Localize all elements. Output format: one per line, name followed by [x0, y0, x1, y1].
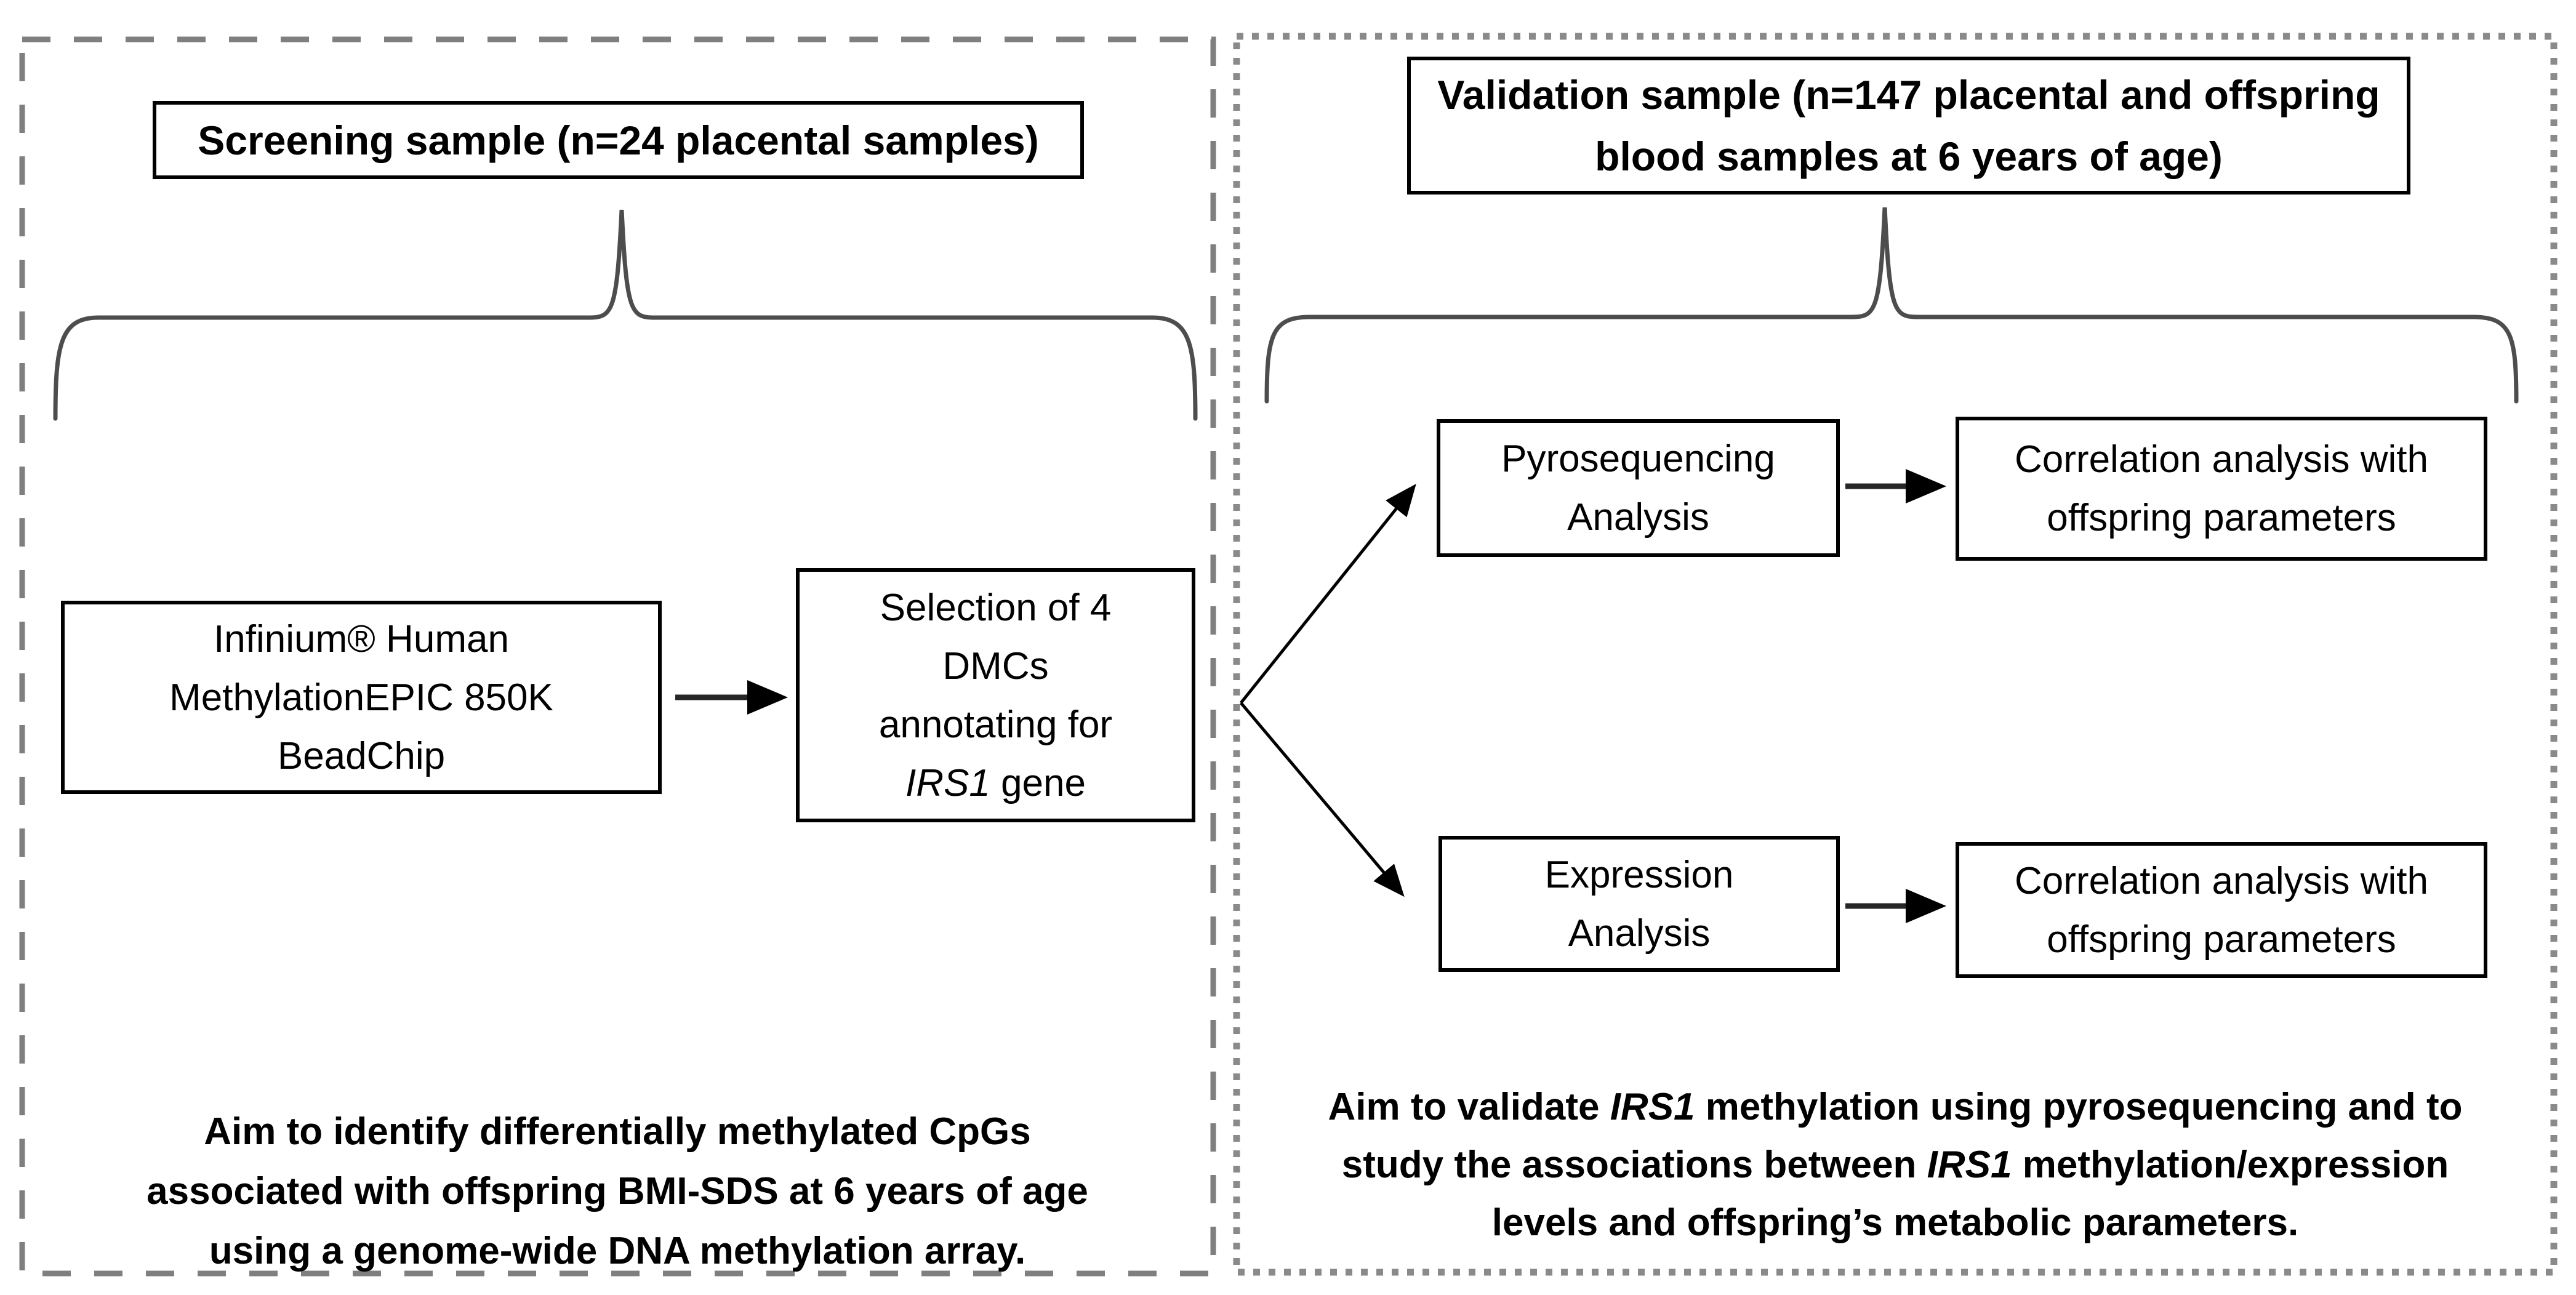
expression-line1: Expression [1544, 853, 1734, 896]
screening-panel-border [19, 36, 1216, 1277]
right-brace [1264, 207, 2519, 404]
right-aim-text: Aim to validate IRS1 methylation using p… [1261, 1078, 2529, 1252]
infinium-line1: Infinium® Human [214, 617, 509, 660]
selection-box: Selection of 4 DMCs annotating for IRS1 … [796, 568, 1195, 822]
correlation-bottom-line1: Correlation analysis with [2015, 859, 2428, 902]
arrow-fork-up [1240, 484, 1416, 704]
left-aim-text: Aim to identify differentially methylate… [63, 1102, 1171, 1281]
selection-line3: annotating for [878, 703, 1113, 746]
irs1-gene-italic: IRS1 [1610, 1086, 1695, 1128]
correlation-bottom-box: Correlation analysis with offspring para… [1956, 842, 2487, 978]
pyrosequencing-line1: Pyrosequencing [1501, 438, 1775, 480]
screening-title-box: Screening sample (n=24 placental samples… [153, 101, 1084, 179]
right-aim-line2: study the associations between IRS1 meth… [1261, 1136, 2529, 1194]
left-aim-line3: using a genome-wide DNA methylation arra… [209, 1230, 1026, 1272]
arrow-fork-down [1240, 702, 1405, 897]
right-aim-line1-pre: Aim to validate [1328, 1086, 1610, 1128]
right-aim-line2-pre: study the associations between [1341, 1144, 1927, 1186]
correlation-bottom-line2: offspring parameters [2047, 918, 2396, 961]
left-aim-line2: associated with offspring BMI-SDS at 6 y… [146, 1170, 1088, 1213]
expression-line2: Analysis [1568, 912, 1711, 955]
correlation-top-line2: offspring parameters [2047, 497, 2396, 539]
validation-title-line2: blood samples at 6 years of age) [1595, 134, 2223, 179]
right-aim-line3: levels and offspring’s metabolic paramet… [1491, 1201, 2299, 1244]
correlation-top-line1: Correlation analysis with [2015, 438, 2428, 481]
selection-line1: Selection of 4 [880, 586, 1112, 629]
infinium-line3: BeadChip [277, 734, 446, 777]
irs1-gene-italic: IRS1 [905, 761, 990, 804]
selection-line4-rest: gene [990, 761, 1086, 804]
right-aim-line2-post: methylation/expression [2012, 1144, 2449, 1186]
validation-title-box: Validation sample (n=147 placental and o… [1407, 57, 2410, 194]
infinium-line2: MethylationEPIC 850K [169, 676, 553, 719]
left-aim-line1: Aim to identify differentially methylate… [204, 1110, 1031, 1153]
pyrosequencing-line2: Analysis [1567, 496, 1709, 539]
pyrosequencing-box: Pyrosequencing Analysis [1437, 419, 1840, 557]
infinium-box: Infinium® Human MethylationEPIC 850K Bea… [61, 601, 662, 794]
right-aim-line1: Aim to validate IRS1 methylation using p… [1261, 1078, 2529, 1136]
selection-line4: IRS1 gene [800, 754, 1192, 812]
left-brace [53, 209, 1198, 421]
correlation-top-box: Correlation analysis with offspring para… [1956, 417, 2487, 561]
selection-line2: DMCs [942, 644, 1049, 688]
screening-title-text: Screening sample (n=24 placental samples… [198, 117, 1039, 163]
validation-title-line1: Validation sample (n=147 placental and o… [1437, 72, 2380, 118]
expression-box: Expression Analysis [1438, 836, 1840, 972]
irs1-gene-italic: IRS1 [1927, 1144, 2012, 1186]
right-aim-line1-post: methylation using pyrosequencing and to [1695, 1086, 2463, 1128]
